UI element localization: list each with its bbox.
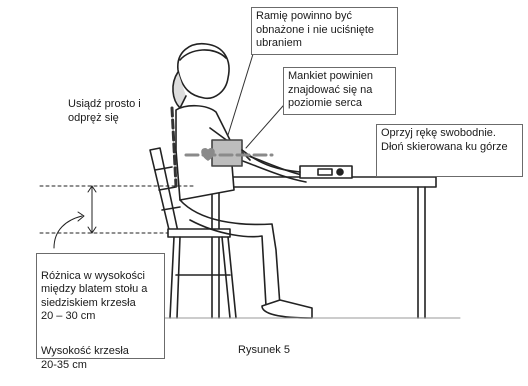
table (196, 177, 436, 318)
figure-caption: Rysunek 5 (229, 343, 299, 357)
sit-straight-label: Usiądź prosto i odpręż się (68, 97, 178, 125)
arm-bare-callout: Ramię powinno być obnażone i nie uciśnię… (251, 7, 398, 55)
height-difference-callout: Różnica w wysokości między blatem stołu … (36, 253, 165, 359)
cuff-level-callout: Mankiet powinien znajdować się na poziom… (283, 67, 396, 115)
chair-height-text: Wysokość krzesła 20-35 cm (41, 345, 160, 372)
height-difference-text: Różnica w wysokości między blatem stołu … (41, 270, 160, 324)
relax-hand-callout: Oprzyj rękę swobodnie. Dłoń skierowana k… (376, 124, 523, 177)
